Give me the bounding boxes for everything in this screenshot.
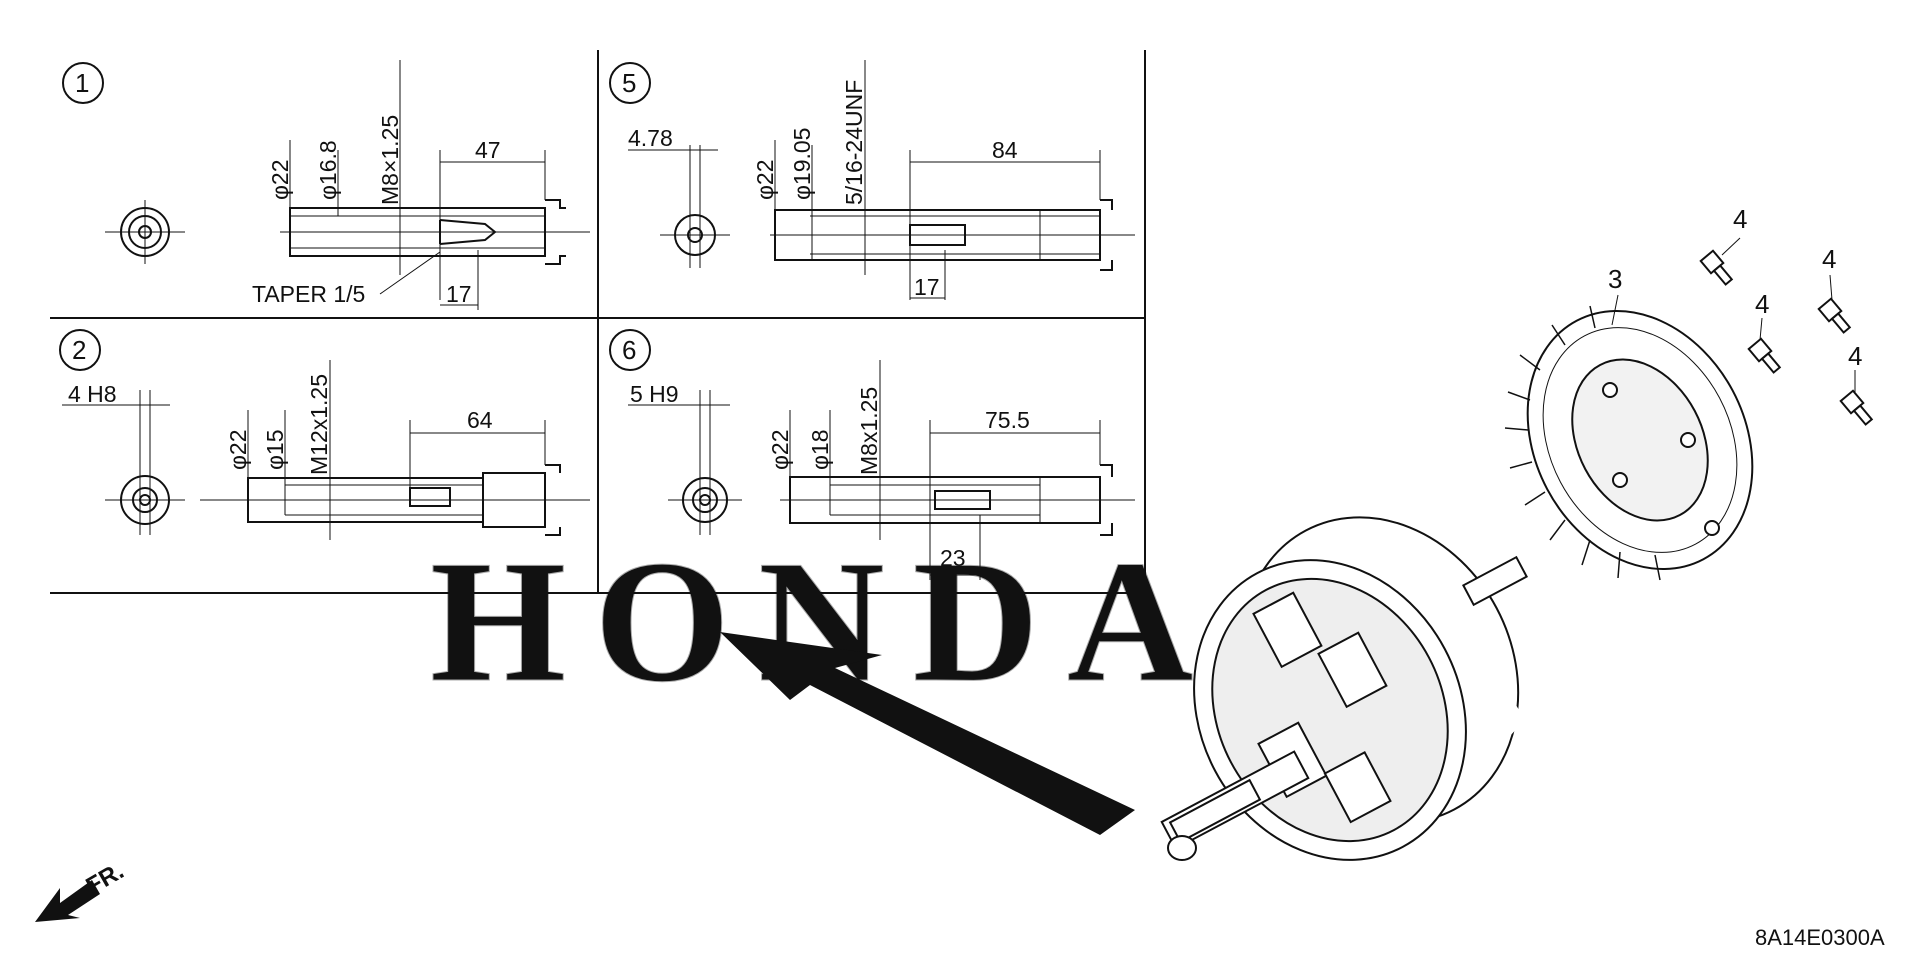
panel-6-dim-lines	[789, 360, 1101, 580]
panel-6-end-view	[628, 390, 742, 535]
flywheel-rotor	[1160, 516, 1529, 861]
drawing-code: 8A14E0300A	[1755, 925, 1885, 950]
callout-part-4: 4	[1822, 244, 1836, 274]
indicator-arrow	[720, 632, 1135, 835]
panel-1-diameter-inner: φ16.8	[315, 140, 341, 200]
panel-5-key-width: 4.78	[628, 125, 673, 151]
callout-leaders	[1611, 237, 1856, 392]
bolts	[1699, 249, 1874, 426]
panel-frame	[50, 50, 1146, 594]
panel-1-diameter-outer: φ22	[267, 160, 293, 201]
panel-1-sub-length: 17	[446, 281, 472, 307]
panel-2: 2 4 H8 φ22 φ15 M12x1.25 64	[59, 329, 590, 540]
panel-2-diameter-outer: φ22	[225, 430, 251, 471]
panel-5-number: 5	[622, 68, 636, 98]
panel-5-thread: 5/16-24UNF	[841, 80, 867, 205]
panel-1: 1 φ22 φ16.8 M8×1.25 47 17	[62, 60, 590, 310]
callout-part-3: 3	[1608, 264, 1622, 294]
panel-6-number: 6	[622, 335, 636, 365]
panel-2-length: 64	[467, 407, 493, 433]
panel-5-sub-length: 17	[914, 274, 940, 300]
panel-5-end-view	[628, 145, 730, 268]
callout-part-4: 4	[1848, 341, 1862, 371]
panel-2-diameter-inner: φ15	[262, 430, 288, 471]
panel-6-diameter-inner: φ18	[807, 430, 833, 471]
honda-watermark: HONDA	[430, 524, 1221, 718]
panel-6-length: 75.5	[985, 407, 1030, 433]
panel-5-shaft	[770, 199, 1135, 271]
panel-1-thread: M8×1.25	[377, 115, 403, 205]
panel-2-end-view	[62, 390, 185, 535]
cooling-fan	[1504, 305, 1754, 581]
panel-2-thread: M12x1.25	[306, 374, 332, 475]
panel-6-sub-length: 23	[940, 545, 966, 571]
callout-part-4: 4	[1755, 289, 1769, 319]
panel-5: 5 4.78 φ22 φ19.05 5/16-24UNF 84	[609, 60, 1135, 300]
panel-6: 6 5 H9 φ22 φ18 M8x1.25 75.5	[609, 329, 1135, 580]
panel-1-taper-note: TAPER 1/5	[252, 281, 365, 307]
panel-1-dim-lines	[289, 60, 546, 310]
panel-1-shaft	[280, 199, 590, 265]
panel-6-thread: M8x1.25	[856, 387, 882, 475]
panel-5-dim-lines	[774, 60, 1101, 300]
panel-1-number: 1	[75, 68, 89, 98]
panel-5-diameter-outer: φ22	[752, 160, 778, 201]
front-direction-arrow: FR.	[35, 857, 128, 922]
callout-part-4: 4	[1733, 204, 1747, 234]
panel-6-key-width: 5 H9	[630, 381, 679, 407]
panel-6-diameter-outer: φ22	[767, 430, 793, 471]
panel-1-length: 47	[475, 137, 501, 163]
panel-5-diameter-inner: φ19.05	[789, 128, 815, 200]
panel-2-number: 2	[72, 335, 86, 365]
panel-1-end-view	[105, 200, 185, 264]
panel-5-length: 84	[992, 137, 1018, 163]
panel-2-key-width: 4 H8	[68, 381, 117, 407]
panel-2-dim-lines	[247, 360, 546, 540]
